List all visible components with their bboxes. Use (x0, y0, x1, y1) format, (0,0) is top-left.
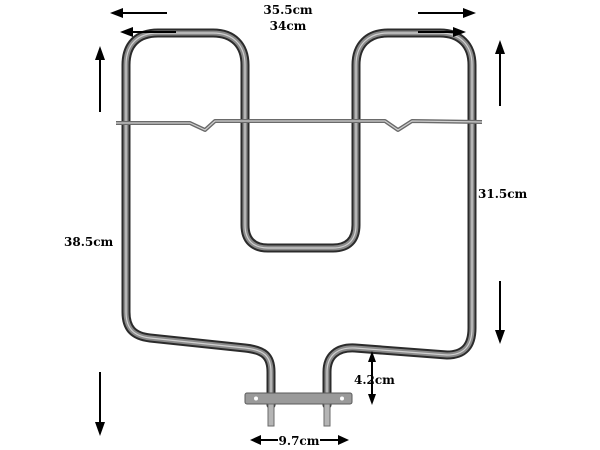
arrow-right-up (495, 40, 505, 106)
heating-element (121, 28, 477, 410)
label-outer-width: 35.5cm (263, 3, 313, 17)
dimension-arrows (95, 8, 505, 445)
arrow-top-left-inner (120, 27, 176, 37)
heating-element-highlight (125, 32, 473, 406)
heating-element-outer (121, 28, 477, 410)
arrow-left-down (95, 372, 105, 436)
label-foot-height: 4.2cm (354, 373, 395, 387)
dimension-labels: 35.5cm 34cm 31.5cm 38.5cm 4.2cm 9.7cm (64, 3, 528, 448)
arrow-foot-height (368, 351, 376, 405)
arrow-right-down (495, 281, 505, 344)
arrow-terminal-right (320, 435, 349, 445)
label-terminal-spacing: 9.7cm (279, 434, 320, 448)
terminal-pins (267, 403, 331, 427)
mounting-bracket (244, 392, 353, 405)
label-inner-width: 34cm (270, 19, 307, 33)
label-right-height: 31.5cm (478, 187, 528, 201)
arrow-terminal-left (250, 435, 278, 445)
arrow-top-left-outer (110, 8, 167, 18)
arrow-top-right-outer (418, 8, 476, 18)
arrow-top-right-inner (418, 27, 466, 37)
support-rod (116, 119, 483, 132)
label-left-height: 38.5cm (64, 235, 114, 249)
arrow-left-up (95, 46, 105, 112)
